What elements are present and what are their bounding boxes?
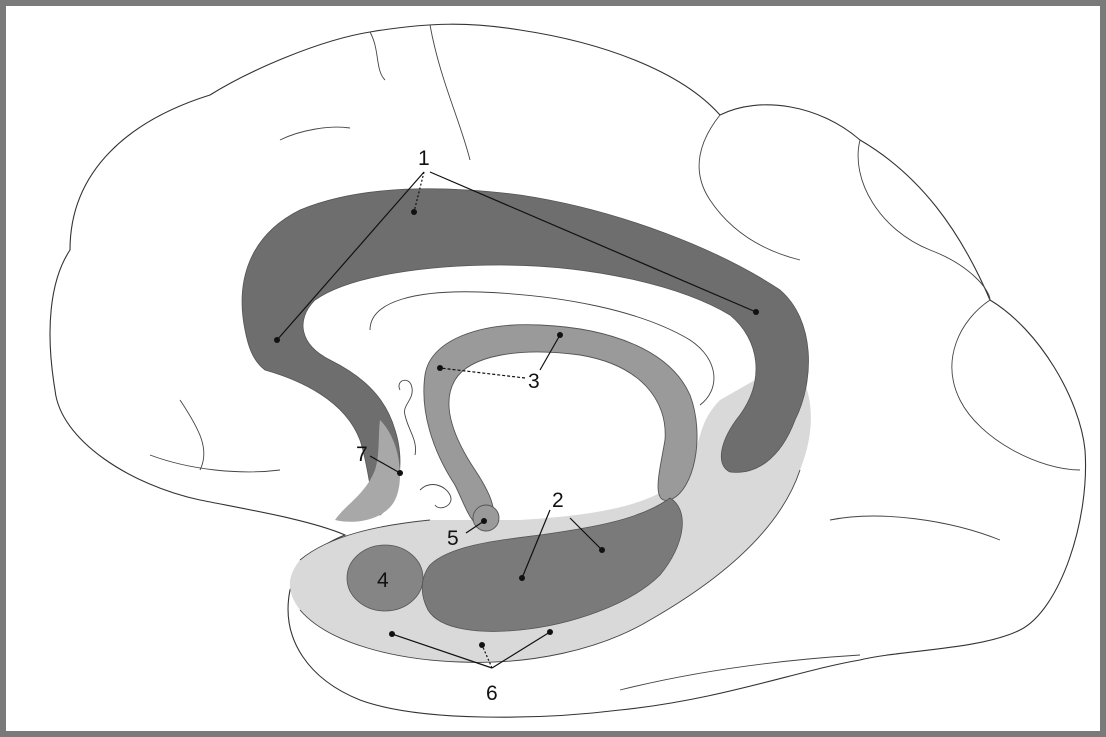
label-6: 6 <box>486 682 498 705</box>
sulcus <box>952 300 1080 470</box>
sulcus <box>430 25 470 160</box>
sulcus <box>620 655 860 690</box>
sulcus <box>699 115 800 260</box>
sulcus <box>180 400 204 470</box>
sulcus <box>830 516 1000 540</box>
label-1: 1 <box>418 147 430 170</box>
label-7: 7 <box>356 443 368 466</box>
label-2: 2 <box>552 489 564 512</box>
sulcus <box>150 455 280 472</box>
sulcus <box>370 32 385 80</box>
label-5: 5 <box>447 527 459 550</box>
label-3: 3 <box>528 370 540 393</box>
structure-5 <box>473 505 499 531</box>
sulcus <box>858 140 990 300</box>
label-4: 4 <box>377 569 389 592</box>
sulcus <box>280 127 350 140</box>
